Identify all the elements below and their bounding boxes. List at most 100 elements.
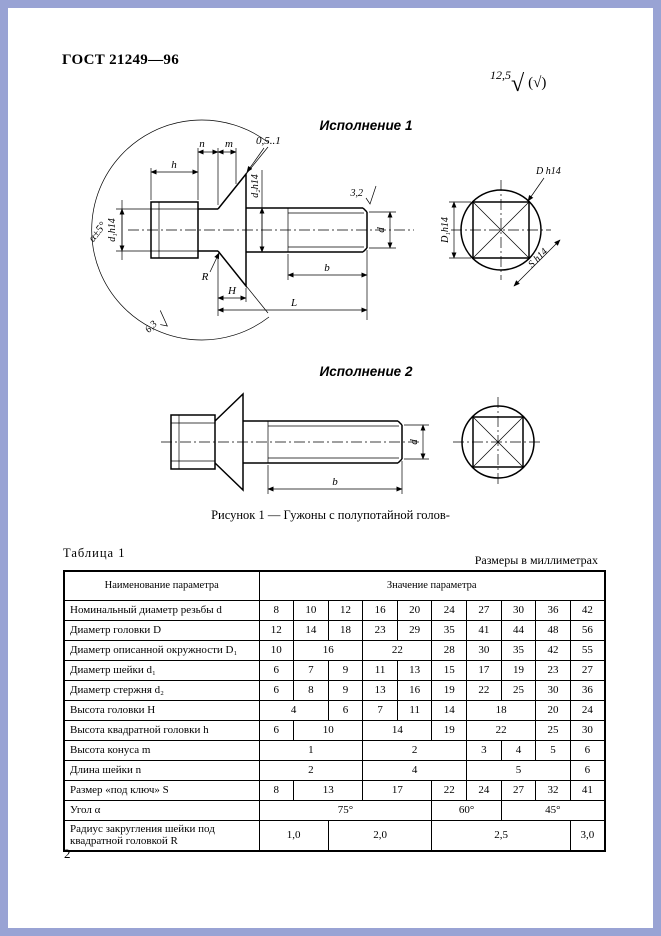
param-value-cell: 22 xyxy=(362,640,433,661)
param-value-cell: 13 xyxy=(362,680,398,701)
param-value-cell: 22 xyxy=(466,720,537,741)
param-name-cell: Диаметр шейки d₁ xyxy=(63,660,260,681)
roughness-6-3: 6,3 xyxy=(143,319,160,336)
conical-head xyxy=(217,171,247,289)
roughness-check-icon xyxy=(159,310,168,327)
bolt-end-view2 xyxy=(453,397,543,487)
dimensions-view1: h n m 0,5..1 d₁h14 d₂h14 α±5° 3,2 xyxy=(86,135,396,336)
param-value-cell: 14 xyxy=(362,720,433,741)
param-value-cell: 5 xyxy=(466,760,571,781)
drawing-view1: h n m 0,5..1 d₁h14 d₂h14 α±5° 3,2 xyxy=(86,119,561,341)
param-value-cell: 2 xyxy=(362,740,468,761)
param-value-cell: 6 xyxy=(258,680,295,701)
dim-label-L: L xyxy=(290,297,297,309)
table-header-row: Наименование параметра Значение параметр… xyxy=(63,570,606,601)
param-value-cell: 9 xyxy=(327,660,364,681)
roughness-3-2: 3,2 xyxy=(350,188,364,199)
param-value-cell: 41 xyxy=(466,620,502,641)
param-value-cell: 2 xyxy=(258,760,364,781)
doc-number: ГОСТ 21249—96 xyxy=(62,52,180,68)
square-outline xyxy=(472,416,524,468)
param-value-cell: 16 xyxy=(293,640,364,661)
param-value-cell: 55 xyxy=(569,640,606,661)
table-row: Радиус закругления шейки под квадратной … xyxy=(63,819,606,852)
param-value-cell: 6 xyxy=(258,720,295,741)
view1-title: Исполнение 1 xyxy=(319,118,413,133)
param-value-cell: 30 xyxy=(500,600,537,621)
square-head xyxy=(170,414,216,470)
page-number: 2 xyxy=(64,846,71,861)
col-header-param: Наименование параметра xyxy=(63,570,260,601)
dim-label-b2: b xyxy=(332,476,338,488)
param-value-cell: 30 xyxy=(569,720,606,741)
param-value-cell: 16 xyxy=(396,680,433,701)
param-value-cell: 6 xyxy=(569,760,606,781)
roughness-check-icon: √ xyxy=(511,71,525,97)
param-value-cell: 5 xyxy=(535,740,571,761)
param-value-cell: 22 xyxy=(466,680,502,701)
dim-label-d2: d₂h14 xyxy=(250,174,261,197)
param-value-cell: 32 xyxy=(535,780,571,801)
dim-label-chamfer: 0,5..1 xyxy=(256,135,281,147)
param-value-cell: 4 xyxy=(500,740,537,761)
param-value-cell: 35 xyxy=(500,640,537,661)
param-value-cell: 15 xyxy=(431,660,468,681)
param-name-cell: Длина шейки n xyxy=(63,760,260,781)
drawing-view2: b d xyxy=(161,392,543,494)
figure-caption: Рисунок 1 — Гужоны с полупотайной голов- xyxy=(211,508,450,522)
roughness-value: 12,5 xyxy=(490,68,511,82)
param-value-cell: 8 xyxy=(258,600,295,621)
dim-label-m: m xyxy=(225,138,233,150)
param-value-cell: 25 xyxy=(535,720,571,741)
dim-label-h: h xyxy=(171,159,177,171)
param-value-cell: 11 xyxy=(396,700,433,721)
param-value-cell: 19 xyxy=(500,660,537,681)
param-value-cell: 17 xyxy=(466,660,502,681)
param-value-cell: 7 xyxy=(362,700,398,721)
param-value-cell: 14 xyxy=(293,620,329,641)
param-value-cell: 18 xyxy=(327,620,364,641)
param-value-cell: 45° xyxy=(500,800,606,821)
dim-label-S: S h14 xyxy=(526,246,550,270)
param-value-cell: 27 xyxy=(466,600,502,621)
param-value-cell: 16 xyxy=(362,600,398,621)
param-value-cell: 3,0 xyxy=(569,819,606,852)
param-value-cell: 17 xyxy=(362,780,433,801)
dim-label-d: d xyxy=(375,227,387,233)
param-value-cell: 24 xyxy=(569,700,606,721)
param-value-cell: 13 xyxy=(293,780,364,801)
dim-label-n: n xyxy=(199,138,205,150)
param-value-cell: 13 xyxy=(396,660,433,681)
param-value-cell: 2,0 xyxy=(327,819,433,852)
param-name-cell: Диаметр описанной окружности D₁ xyxy=(63,640,260,661)
param-value-cell: 42 xyxy=(535,640,571,661)
param-name-cell: Диаметр головки D xyxy=(63,620,260,641)
table-title: Таблица 1 xyxy=(63,546,126,560)
param-value-cell: 27 xyxy=(569,660,606,681)
param-value-cell: 10 xyxy=(293,600,329,621)
param-value-cell: 60° xyxy=(431,800,502,821)
param-value-cell: 30 xyxy=(535,680,571,701)
param-value-cell: 6 xyxy=(569,740,606,761)
param-value-cell: 30 xyxy=(466,640,502,661)
param-value-cell: 35 xyxy=(431,620,468,641)
param-value-cell: 8 xyxy=(258,780,295,801)
param-value-cell: 14 xyxy=(431,700,468,721)
dim-label-d1: d₁h14 xyxy=(107,218,118,241)
dim-label-R: R xyxy=(201,271,209,283)
param-value-cell: 29 xyxy=(396,620,433,641)
param-value-cell: 4 xyxy=(258,700,329,721)
param-value-cell: 4 xyxy=(362,760,468,781)
bolt-side-view xyxy=(91,119,414,341)
head-circle xyxy=(460,189,542,271)
